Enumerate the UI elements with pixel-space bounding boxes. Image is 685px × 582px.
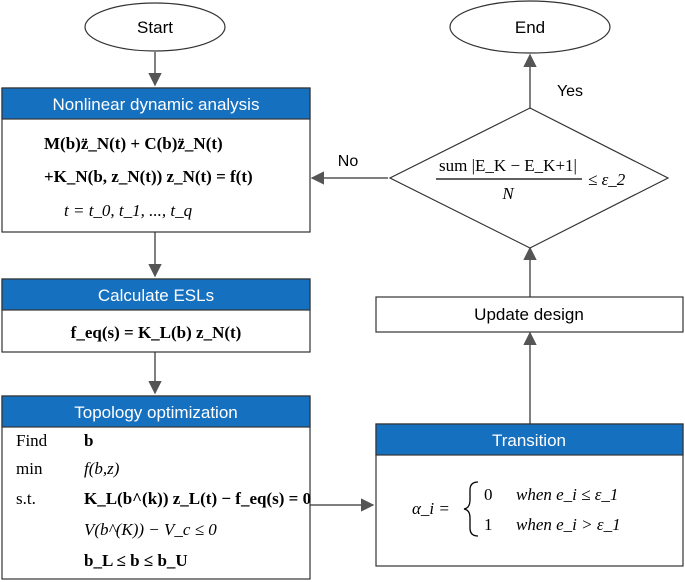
update-body: [375, 296, 684, 333]
calculate-esl-block: Calculate ESLs f_eq(s) = K_L(b) z_N(t): [1, 278, 311, 353]
topology-constraint-3: b_L ≤ b ≤ b_U: [84, 551, 188, 570]
start-label: Start: [137, 18, 173, 37]
end-node: End: [449, 0, 611, 54]
transition-lhs: α_i =: [412, 499, 450, 518]
update-design-block: Update design: [375, 296, 684, 333]
topology-find-label: Find: [16, 431, 48, 450]
transition-case-1-value: 0: [484, 485, 493, 504]
decision-denominator: N: [501, 184, 515, 203]
transition-case-1-condition: when e_i ≤ ε_1: [516, 485, 618, 504]
nonlinear-equation-2: +K_N(b, z_N(t)) z_N(t) = f(t): [44, 167, 253, 186]
decision-numerator: sum |E_K − E_K+1|: [439, 156, 577, 175]
nonlinear-equation-3: t = t_0, t_1, ..., t_q: [64, 201, 193, 220]
nonlinear-header: [1, 87, 311, 120]
topology-optimization-block: Topology optimization Find b min f(b,z) …: [1, 395, 311, 580]
transition-title: Transition: [492, 431, 566, 450]
transition-block: Transition α_i = 0 when e_i ≤ ε_1 1 when…: [375, 423, 684, 567]
transition-case-2-condition: when e_i > ε_1: [516, 515, 621, 534]
esl-equation: f_eq(s) = K_L(b) z_N(t): [71, 323, 242, 342]
end-label: End: [515, 18, 545, 37]
topology-header: [1, 395, 311, 428]
convergence-decision: sum |E_K − E_K+1| N ≤ ε_2: [388, 107, 670, 249]
decision-relation: ≤ ε_2: [588, 170, 626, 189]
topology-constraint-1: K_L(b^(k)) z_L(t) − f_eq(s) = 0: [84, 489, 311, 508]
topology-find-var: b: [84, 431, 93, 450]
topology-title: Topology optimization: [74, 403, 237, 422]
topology-min-expr: f(b,z): [84, 459, 120, 478]
esl-title: Calculate ESLs: [98, 286, 214, 305]
topology-constraint-2: V(b^(K)) − V_c ≤ 0: [84, 520, 217, 539]
nonlinear-equation-1: M(b)z̈_N(t) + C(b)z̈_N(t): [44, 134, 223, 153]
decision-diamond: [388, 107, 670, 249]
nonlinear-analysis-block: Nonlinear dynamic analysis M(b)z̈_N(t) +…: [1, 87, 311, 233]
start-node: Start: [84, 2, 226, 52]
connectors: No Yes: [148, 52, 583, 512]
end-ellipse: [449, 0, 611, 54]
transition-brace: [463, 481, 479, 537]
edge-label-no: No: [338, 153, 359, 170]
start-ellipse: [84, 2, 226, 52]
esl-header: [1, 278, 311, 311]
transition-case-2-value: 1: [484, 515, 493, 534]
topology-min-label: min: [16, 459, 43, 478]
transition-header: [375, 423, 684, 456]
edge-label-yes: Yes: [557, 83, 583, 100]
update-label: Update design: [474, 305, 584, 324]
topology-st-label: s.t.: [16, 489, 36, 508]
nonlinear-title: Nonlinear dynamic analysis: [53, 95, 260, 114]
